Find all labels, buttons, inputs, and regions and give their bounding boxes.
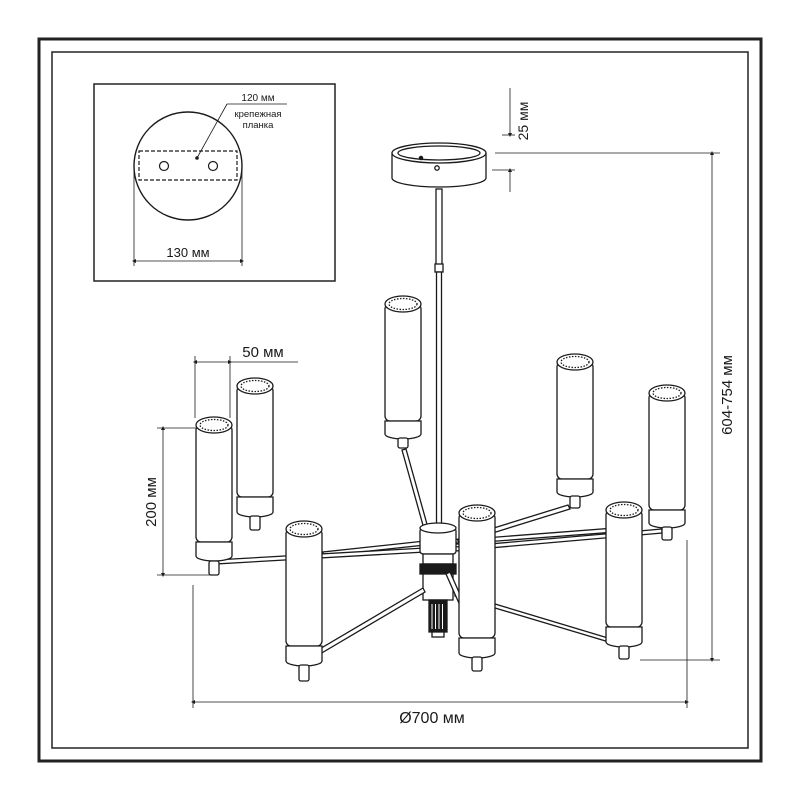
shade-front-left [285,520,323,682]
shade-diameter-label: 50 мм [242,344,283,361]
shade-back-left [195,416,233,576]
central-hub [419,522,457,638]
front-arms [317,527,620,655]
shade-height-label: 200 мм [143,477,160,527]
total-diameter-label: Ø700 мм [399,710,465,727]
dimension-lines [157,88,720,708]
bar-name-line1: крепежная [234,109,281,120]
total-height-label: 604-754 мм [719,355,736,435]
shade-back-center [384,295,422,449]
shade-back-right [556,353,594,509]
bar-width-label: 120 мм [241,93,274,104]
shade-front-center [458,504,496,672]
shade-back-right-2 [648,384,686,541]
canopy-height-label: 25 мм [515,102,531,141]
bar-name-line2: планка [243,120,275,131]
mounting-inset [93,83,336,282]
page-frame [37,37,763,763]
canopy [391,142,487,188]
stem [434,188,444,535]
chandelier [195,142,686,682]
shade-back-left-2 [236,377,274,531]
shade-front-right [605,501,643,660]
canopy-diameter-label: 130 мм [166,245,209,260]
